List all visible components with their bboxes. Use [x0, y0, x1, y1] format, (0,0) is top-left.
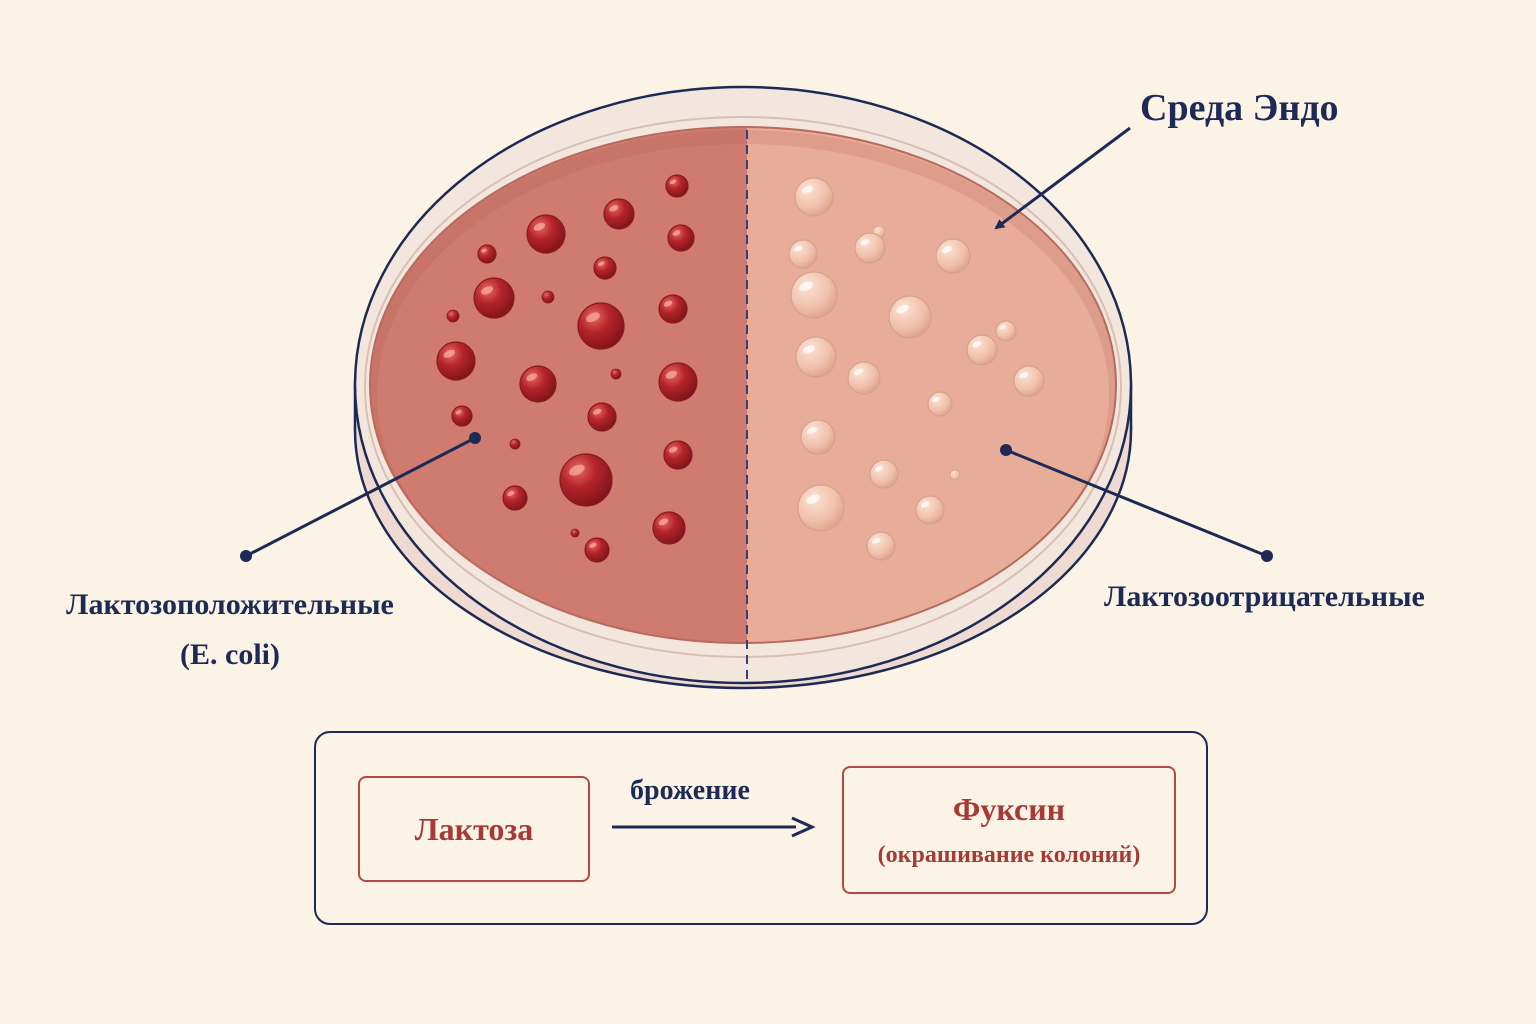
lactose-positive-title: Лактозоположительные — [66, 588, 394, 621]
lactose-positive-colony — [663, 440, 693, 470]
lactose-positive-organism: (E. coli) — [180, 638, 280, 671]
lactose-negative-colony — [995, 320, 1017, 342]
lactose-negative-colony — [935, 238, 971, 274]
lactose-positive-colony — [519, 365, 557, 403]
agar-medium — [370, 127, 1116, 643]
lactose-positive-colony — [477, 244, 497, 264]
lactose-positive-colony — [570, 528, 580, 538]
product-box: Фуксин (окрашивание колоний) — [842, 766, 1176, 894]
lactose-negative-label: Лактозоотрицательные — [1104, 580, 1425, 613]
reaction-arrow — [612, 816, 816, 838]
lactose-negative-colony — [800, 419, 836, 455]
negative-leader-line — [1000, 444, 1273, 562]
lactose-positive-colonies — [436, 174, 698, 563]
lactose-positive-colony — [593, 256, 617, 280]
lactose-negative-colony — [790, 271, 838, 319]
lactose-positive-colony — [541, 290, 555, 304]
lactose-positive-label: Лактозоположительные (E. coli) — [30, 580, 430, 680]
medium-pointer-arrow — [994, 126, 1131, 230]
lactose-negative-colony — [869, 459, 899, 489]
lactose-negative-colonies — [788, 177, 1045, 561]
substrate-box: Лактоза — [358, 776, 590, 882]
lactose-positive-colony — [603, 198, 635, 230]
lactose-positive-colony — [526, 214, 566, 254]
lactose-positive-colony — [436, 341, 476, 381]
lactose-positive-colony — [584, 537, 610, 563]
lactose-positive-colony — [658, 362, 698, 402]
lactose-negative-colony — [797, 484, 845, 532]
lactose-negative-colony — [966, 334, 998, 366]
lactose-positive-colony — [559, 453, 613, 507]
medium-label: Среда Эндо — [1140, 87, 1339, 129]
lactose-positive-colony — [446, 309, 460, 323]
lactose-positive-colony — [667, 224, 695, 252]
lactose-positive-colony — [652, 511, 686, 545]
lactose-positive-colony — [473, 277, 515, 319]
lactose-negative-colony — [1013, 365, 1045, 397]
reaction-scheme: Лактоза брожение Фуксин (окрашивание кол… — [314, 731, 1208, 925]
lactose-negative-colony — [927, 391, 953, 417]
lactose-positive-colony — [451, 405, 473, 427]
lactose-positive-colony — [665, 174, 689, 198]
positive-leader-line — [240, 432, 481, 562]
lactose-positive-colony — [587, 402, 617, 432]
lactose-positive-colony — [509, 438, 521, 450]
lactose-negative-colony — [888, 295, 932, 339]
substrate-label: Лактоза — [414, 810, 534, 847]
lactose-positive-colony — [658, 294, 688, 324]
lactose-negative-colony — [915, 495, 945, 525]
lactose-negative-colony — [866, 531, 896, 561]
lactose-positive-colony — [502, 485, 528, 511]
lactose-negative-colony — [949, 469, 961, 481]
lactose-negative-colony — [847, 361, 881, 395]
lactose-negative-colony — [788, 239, 818, 269]
lactose-negative-colony — [795, 336, 837, 378]
lactose-positive-colony — [577, 302, 625, 350]
lactose-negative-colony — [854, 232, 886, 264]
product-note: (окрашивание колоний) — [877, 842, 1141, 868]
lactose-negative-colony — [794, 177, 834, 217]
process-label: брожение — [630, 775, 750, 806]
lactose-positive-colony — [610, 368, 622, 380]
product-label: Фуксин — [952, 791, 1066, 827]
petri-dish-diagram — [240, 85, 1273, 690]
